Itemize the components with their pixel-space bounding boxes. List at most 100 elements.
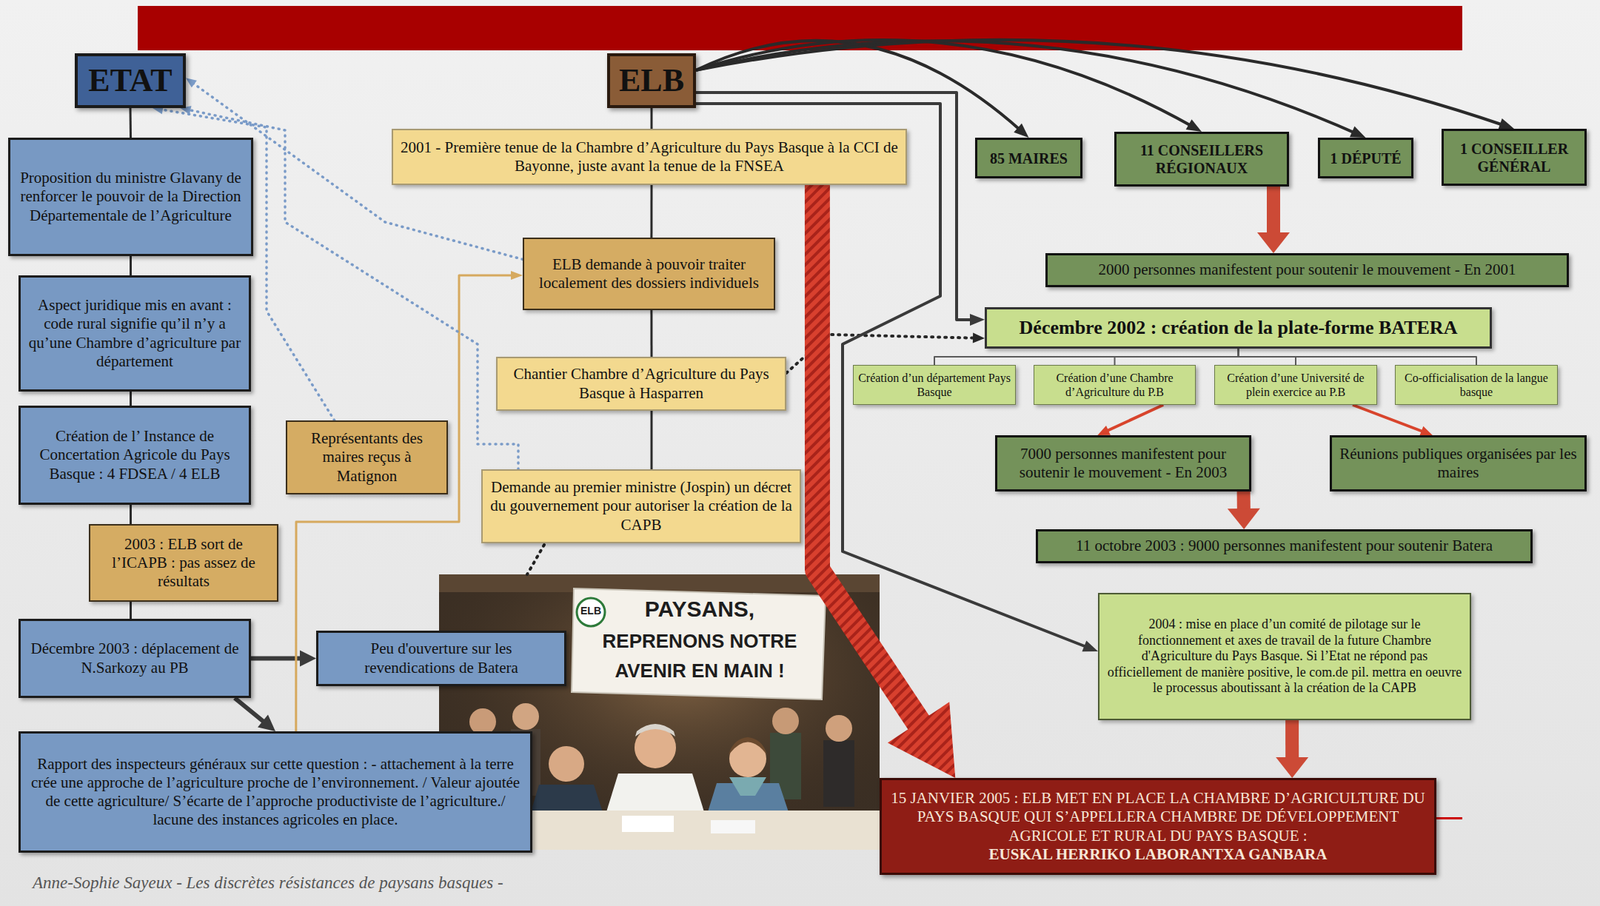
arrowhead [1497,118,1515,130]
demo-box: Réunions publiques organisées par les ma… [1329,435,1587,492]
connector [1257,186,1290,254]
connector [1238,348,1478,366]
connector-line [817,185,930,740]
connector [130,256,132,276]
plan-box: 2004 : mise en place d’un comité de pilo… [1098,593,1472,721]
connector-line [1238,348,1478,366]
caption: Anne-Sophie Sayeux - Les discrètes résis… [32,873,504,893]
box-text: 7000 personnes manifestent pour soutenir… [1001,444,1245,482]
connector [651,108,653,129]
state-box: Aspect juridique mis en avant : code rur… [18,275,251,392]
logo-circle [576,598,605,627]
connector [650,310,652,357]
connector-line [1105,404,1164,432]
request-box: Représentants des maires reçus à Matigno… [285,420,448,495]
banner-text: REPRENONS NOTRE [577,630,822,653]
box-text: Demande au premier ministre (Jospin) un … [490,478,793,535]
box-text: 2004 : mise en place d’un comité de pilo… [1106,616,1463,697]
box-text: 85 MAIRES [981,149,1076,168]
arrowhead [185,77,197,88]
connector-line [1266,186,1281,239]
connector-line [1285,720,1299,764]
box-text: Proposition du ministre Glavany de renfo… [17,168,244,226]
connector [1115,348,1239,366]
box-text: 2000 personnes manifestent pour soutenir… [1052,260,1563,280]
connector [1275,720,1309,779]
support-box: 11 CONSEILLERS RÉGIONAUX [1114,131,1290,187]
box-text: Création d’un département Pays Basque [858,370,1011,400]
box-text: 1 CONSEILLER GÉNÉRAL [1448,139,1581,176]
demand-box: Création d’un département Pays Basque [852,365,1016,405]
box-text: 11 octobre 2003 : 9000 personnes manifes… [1042,536,1526,556]
arrowhead [1257,232,1290,254]
state-box: Peu d'ouverture sur les revendications d… [316,630,567,687]
arrowhead [1227,508,1261,530]
request-box: ELB demande à pouvoir traiter localement… [522,237,776,311]
connector [695,39,1515,130]
box-text: Décembre 2003 : déplacement de N.Sarkozy… [28,639,242,677]
person-hair [728,737,768,756]
person-head [512,703,540,731]
state-box: Création de l’ Instance de Concertation … [18,405,251,505]
person-hair [635,724,676,737]
person-head [548,746,585,782]
actor-box: ELB [607,53,696,109]
connector [130,391,132,406]
request-box: 2003 : ELB sort de l’ICAPB : pas assez d… [88,524,279,602]
person-body [823,740,855,808]
arrowhead [257,715,276,732]
connector [1227,491,1261,530]
connector-line [695,40,1022,132]
connector-line [129,391,132,406]
connector-line [234,698,267,725]
platform-box: Décembre 2002 : création de la plate-for… [984,307,1492,349]
outcome-box: 15 JANVIER 2005 : ELB MET EN PLACE LA CH… [879,778,1437,876]
arrowhead [969,313,985,326]
box-text: Réunions publiques organisées par les ma… [1336,444,1581,482]
demo-box: 11 octobre 2003 : 9000 personnes manifes… [1035,529,1533,564]
connector-line [650,410,654,470]
connector-line [1115,348,1239,366]
arrowhead [1013,123,1029,138]
banner-text: PAYSANS, [577,596,822,622]
box-text: EUSKAL HERRIKO LABORANTXA GANBARA [889,845,1427,865]
person-head [825,715,853,742]
event-box: 2001 - Première tenue de la Chambre d’Ag… [391,128,907,186]
connector-line [695,39,1505,126]
person-scarf [729,777,767,796]
report-box: Rapport des inspecteurs généraux sur cet… [18,731,533,853]
event-box: Demande au premier ministre (Jospin) un … [481,469,802,544]
arrowhead [299,650,317,668]
support-box: 1 DÉPUTÉ [1317,137,1414,179]
connector-line [650,185,653,238]
title-band [137,5,1463,51]
demand-box: Co-officialisation de la langue basque [1394,365,1558,405]
event-box: Chantier Chambre d’Agriculture du Pays B… [496,356,787,411]
person-head [772,707,799,735]
connector-line [129,256,132,276]
person-body [605,773,705,815]
dotted-lead [527,544,545,575]
box-text: ETAT [82,61,179,101]
state-box: Proposition du ministre Glavany de renfo… [8,137,254,257]
paper [710,820,756,834]
arrowhead [1419,426,1432,437]
connector [695,40,1367,138]
arrowhead [1186,119,1202,132]
arrowhead [972,333,985,344]
demand-box: Création d’une Chambre d’Agriculture du … [1033,365,1196,405]
box-text: Aspect juridique mis en avant : code rur… [28,296,242,371]
box-text: 2003 : ELB sort de l’ICAPB : pas assez d… [97,535,270,592]
connector-line [129,504,132,525]
box-text: Peu d'ouverture sur les revendications d… [325,639,557,677]
connector [651,410,653,470]
box-text: Décembre 2002 : création de la plate-for… [994,316,1483,340]
connector [130,108,132,138]
connector [250,650,317,668]
box-text: ELB [614,61,689,101]
arrowhead [1349,126,1367,138]
connector [1352,404,1433,437]
box-text: Création d’une Chambre d’Agriculture du … [1038,370,1191,400]
arrowhead [1275,757,1309,779]
box-text: 2001 - Première tenue de la Chambre d’Ag… [400,138,899,176]
